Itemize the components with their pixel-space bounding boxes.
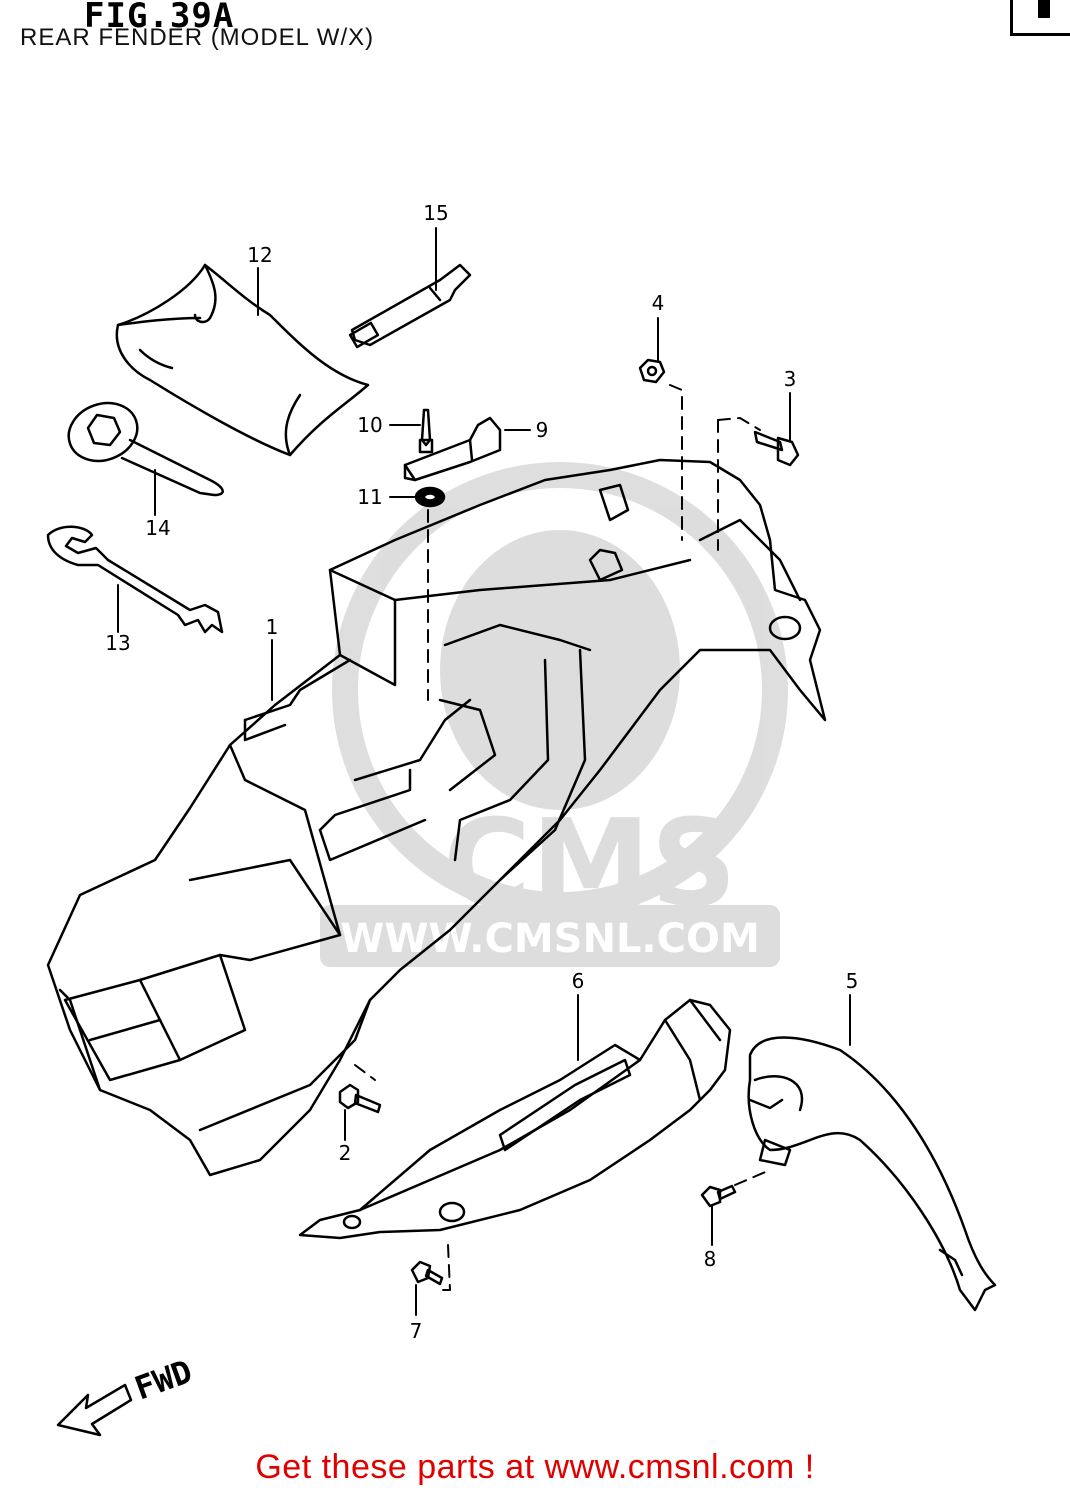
callout-12: 12 bbox=[247, 243, 272, 267]
callout-10: 10 bbox=[357, 413, 382, 437]
part-10-bolt bbox=[418, 408, 434, 454]
callout-3: 3 bbox=[784, 367, 797, 391]
callout-2: 2 bbox=[339, 1141, 352, 1165]
callout-8: 8 bbox=[704, 1247, 717, 1271]
watermark-url-band bbox=[320, 905, 780, 967]
leader-lines bbox=[117, 227, 851, 1316]
page-corner-box bbox=[1010, 0, 1070, 36]
callout-6: 6 bbox=[572, 969, 585, 993]
watermark-url: WWW.CMSNL.COM bbox=[340, 916, 760, 962]
part-6-inner-fender bbox=[298, 998, 732, 1240]
part-5-rear-flap bbox=[747, 1036, 997, 1312]
footer-link-text[interactable]: Get these parts at www.cmsnl.com ! bbox=[255, 1448, 815, 1486]
callout-11: 11 bbox=[357, 485, 382, 509]
part-12-tool-bag bbox=[115, 263, 370, 457]
callout-7: 7 bbox=[410, 1319, 423, 1343]
part-1-rear-fender bbox=[46, 458, 827, 1177]
watermark: CMS WWW.CMSNL.COM bbox=[320, 462, 788, 967]
part-9-bracket bbox=[403, 416, 502, 482]
callout-labels: 15 12 4 3 10 9 11 14 1 13 6 5 2 8 7 bbox=[105, 201, 858, 1343]
part-15-strap bbox=[348, 263, 472, 349]
callout-15: 15 bbox=[423, 201, 448, 225]
part-2-screw bbox=[338, 1083, 382, 1114]
callout-9: 9 bbox=[536, 418, 549, 442]
callout-4: 4 bbox=[652, 291, 665, 315]
figure-subtitle: REAR FENDER (MODEL W/X) bbox=[20, 24, 375, 51]
part-3-bolt bbox=[753, 430, 800, 467]
forward-arrow-icon bbox=[56, 1383, 133, 1437]
part-7-screw bbox=[410, 1260, 444, 1286]
part-4-nut bbox=[638, 358, 666, 384]
callout-13: 13 bbox=[105, 631, 130, 655]
part-13-open-wrench bbox=[46, 525, 224, 634]
watermark-brand: CMS bbox=[443, 795, 737, 934]
callout-14: 14 bbox=[145, 516, 170, 540]
figure-title: FIG.39A bbox=[84, 0, 235, 36]
part-8-screw bbox=[700, 1184, 737, 1208]
watermark-ring bbox=[332, 462, 788, 918]
callout-5: 5 bbox=[846, 969, 859, 993]
forward-label: FWD bbox=[130, 1352, 197, 1407]
callout-1: 1 bbox=[266, 615, 279, 639]
part-11-washer bbox=[414, 486, 446, 508]
part-14-box-spanner bbox=[67, 401, 224, 497]
page-corner-mark bbox=[1038, 0, 1050, 18]
assembly-lines bbox=[354, 384, 771, 1291]
watermark-helmet-icon bbox=[440, 530, 680, 810]
